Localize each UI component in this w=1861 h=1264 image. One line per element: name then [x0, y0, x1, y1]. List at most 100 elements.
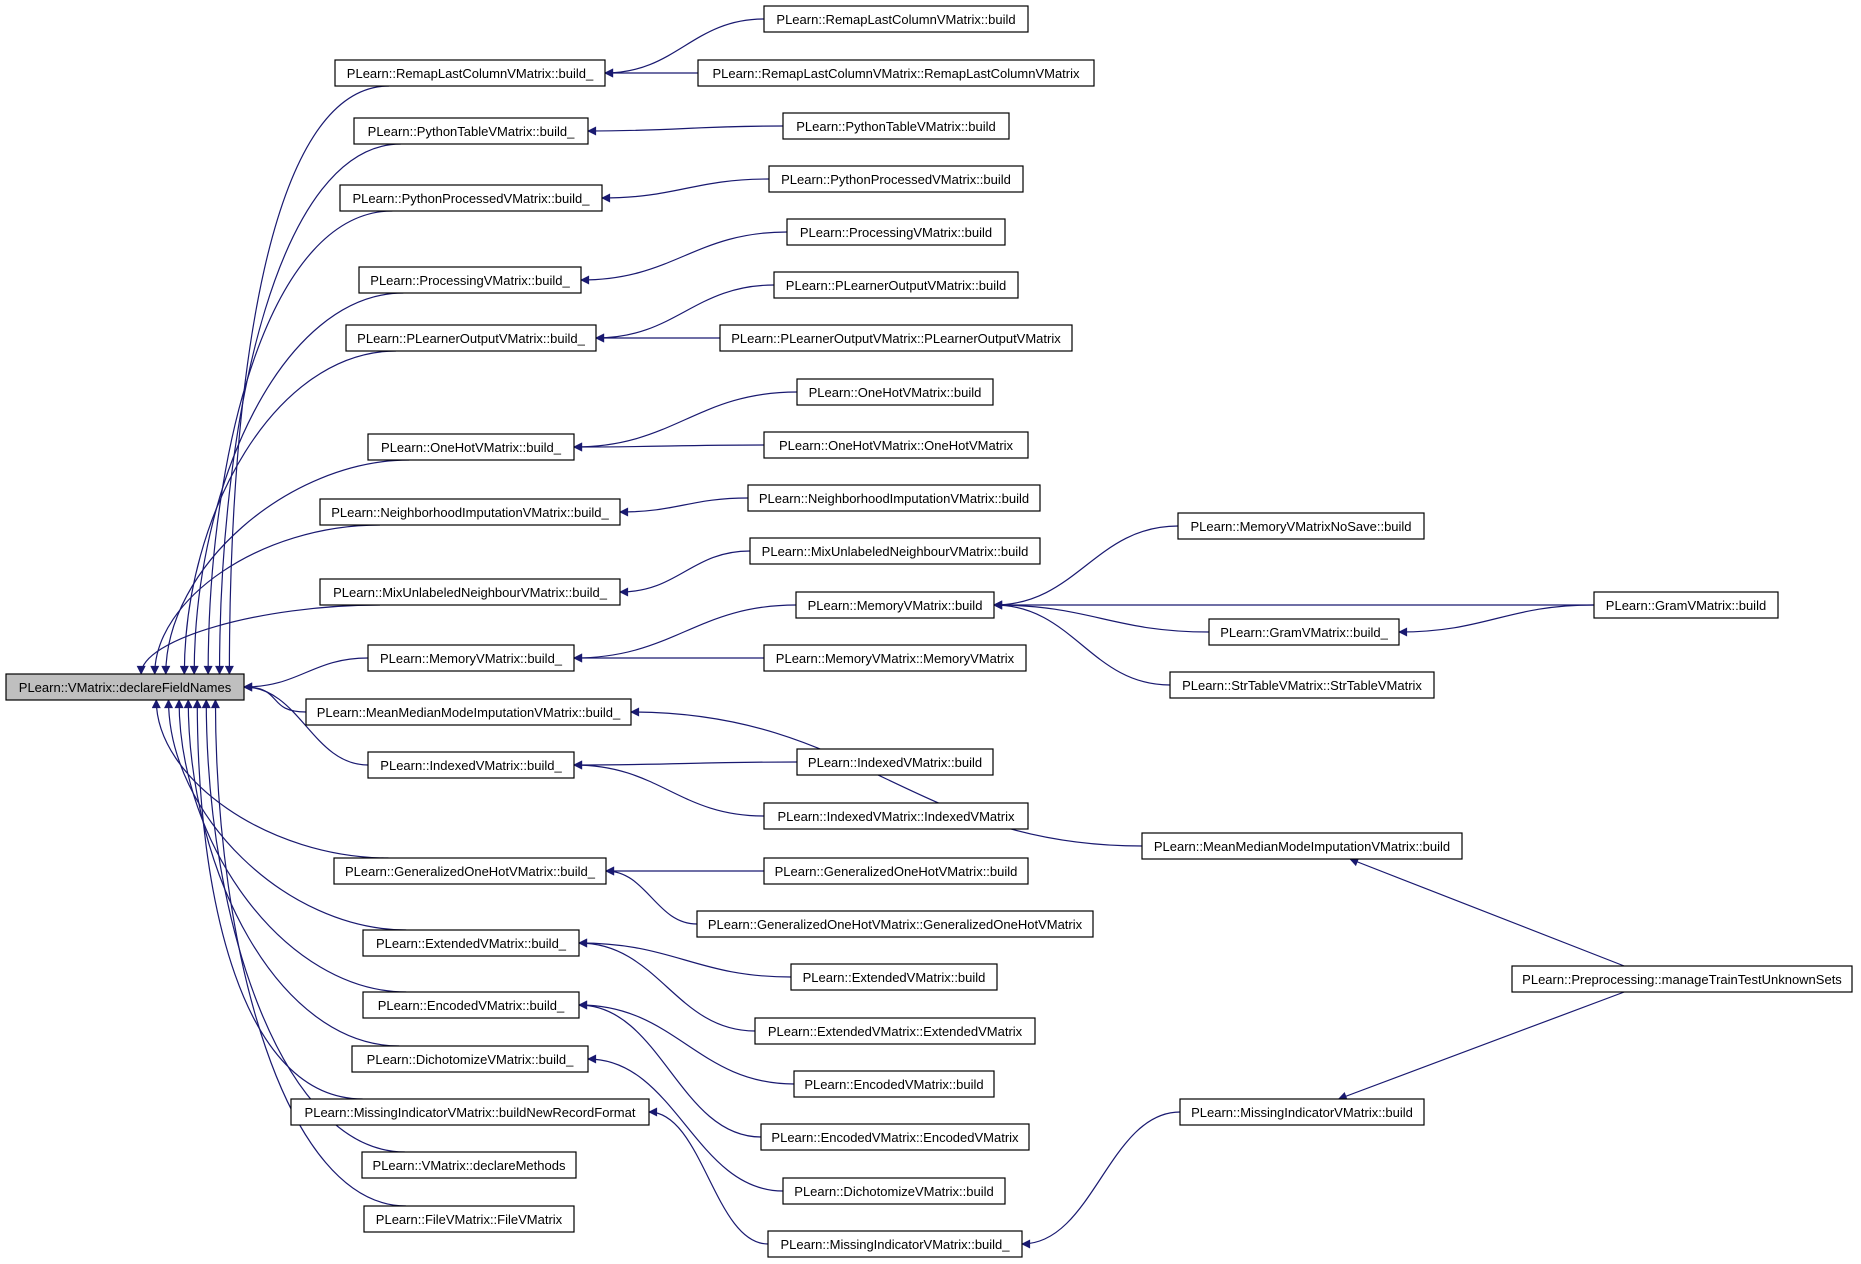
node-onehot_ctor[interactable]: PLearn::OneHotVMatrix::OneHotVMatrix: [763, 431, 1029, 459]
edge-memnosave_b-to-memory_b: [993, 525, 1179, 610]
node-remap_b[interactable]: PLearn::RemapLastColumnVMatrix::build: [763, 5, 1029, 33]
node-indexed_b[interactable]: PLearn::IndexedVMatrix::build: [796, 748, 994, 776]
node-box: [697, 59, 1095, 87]
node-memnosave_b[interactable]: PLearn::MemoryVMatrixNoSave::build: [1177, 512, 1425, 540]
node-missing_b_[interactable]: PLearn::MissingIndicatorVMatrix::build_: [767, 1230, 1023, 1258]
node-processing_b_[interactable]: PLearn::ProcessingVMatrix::build_: [358, 266, 582, 294]
node-encoded_ctor[interactable]: PLearn::EncodedVMatrix::EncodedVMatrix: [760, 1123, 1030, 1151]
node-declare_methods[interactable]: PLearn::VMatrix::declareMethods: [361, 1151, 577, 1179]
node-box: [358, 266, 582, 294]
node-label: PLearn::MissingIndicatorVMatrix::build_: [780, 1237, 1010, 1252]
node-box: [362, 991, 580, 1019]
node-genonehot_b[interactable]: PLearn::GeneralizedOneHotVMatrix::build: [763, 857, 1029, 885]
node-extended_b[interactable]: PLearn::ExtendedVMatrix::build: [790, 963, 998, 991]
node-onehot_b_[interactable]: PLearn::OneHotVMatrix::build_: [367, 433, 575, 461]
node-missing_b[interactable]: PLearn::MissingIndicatorVMatrix::build: [1179, 1098, 1425, 1126]
node-dicho_b_[interactable]: PLearn::DichotomizeVMatrix::build_: [351, 1045, 589, 1073]
node-box: [719, 324, 1073, 352]
node-remap_b_[interactable]: PLearn::RemapLastColumnVMatrix::build_: [334, 59, 606, 87]
node-box: [749, 537, 1041, 565]
node-remap_ctor[interactable]: PLearn::RemapLastColumnVMatrix::RemapLas…: [697, 59, 1095, 87]
node-encoded_b[interactable]: PLearn::EncodedVMatrix::build: [793, 1070, 995, 1098]
node-label: PLearn::ExtendedVMatrix::build: [803, 970, 986, 985]
node-onehot_b[interactable]: PLearn::OneHotVMatrix::build: [796, 378, 994, 406]
node-box: [763, 5, 1029, 33]
node-missing_bnrf[interactable]: PLearn::MissingIndicatorVMatrix::buildNe…: [290, 1098, 650, 1126]
node-box: [793, 1070, 995, 1098]
edge-onehot_ctor-to-onehot_b_: [573, 442, 765, 452]
node-memory_ctor[interactable]: PLearn::MemoryVMatrix::MemoryVMatrix: [763, 644, 1027, 672]
node-box: [763, 644, 1027, 672]
edge-onehot_b_-to-root: [161, 459, 410, 675]
edge-extended_b_-to-root: [164, 699, 407, 931]
node-indexed_ctor[interactable]: PLearn::IndexedVMatrix::IndexedVMatrix: [763, 802, 1029, 830]
node-box: [367, 433, 575, 461]
node-label: PLearn::ProcessingVMatrix::build_: [370, 273, 570, 288]
node-layer: PLearn::VMatrix::declareFieldNamesPLearn…: [5, 5, 1853, 1258]
node-genonehot_ctor[interactable]: PLearn::GeneralizedOneHotVMatrix::Genera…: [696, 910, 1094, 938]
edge-encoded_b_-to-root: [174, 699, 407, 993]
node-python_proc_b_[interactable]: PLearn::PythonProcessedVMatrix::build_: [339, 184, 603, 212]
node-encoded_b_[interactable]: PLearn::EncodedVMatrix::build_: [362, 991, 580, 1019]
node-label: PLearn::PythonProcessedVMatrix::build_: [352, 191, 590, 206]
node-python_proc_b[interactable]: PLearn::PythonProcessedVMatrix::build: [768, 165, 1024, 193]
node-box: [362, 929, 580, 957]
node-box: [790, 963, 998, 991]
node-processing_b[interactable]: PLearn::ProcessingVMatrix::build: [786, 218, 1006, 246]
edge-python_tbl_b-to-python_tbl_b_: [587, 125, 784, 136]
node-box: [319, 578, 621, 606]
node-neigh_b[interactable]: PLearn::NeighborhoodImputationVMatrix::b…: [747, 484, 1041, 512]
node-label: PLearn::EncodedVMatrix::EncodedVMatrix: [771, 1130, 1019, 1145]
node-file_ctor[interactable]: PLearn::FileVMatrix::FileVMatrix: [363, 1205, 575, 1233]
edge-dicho_b_-to-root: [183, 699, 400, 1047]
node-root[interactable]: PLearn::VMatrix::declareFieldNames: [5, 673, 245, 701]
edge-meanmed_b-to-meanmed_b_: [630, 707, 1143, 847]
node-extended_b_[interactable]: PLearn::ExtendedVMatrix::build_: [362, 929, 580, 957]
edge-indexed_b_-to-root: [243, 682, 369, 766]
node-python_tbl_b[interactable]: PLearn::PythonTableVMatrix::build: [782, 112, 1010, 140]
node-plearner_b[interactable]: PLearn::PLearnerOutputVMatrix::build: [773, 271, 1019, 299]
node-memory_b_[interactable]: PLearn::MemoryVMatrix::build_: [367, 644, 575, 672]
node-dicho_b[interactable]: PLearn::DichotomizeVMatrix::build: [782, 1177, 1006, 1205]
node-label: PLearn::IndexedVMatrix::build_: [380, 758, 562, 773]
node-plearner_b_[interactable]: PLearn::PLearnerOutputVMatrix::build_: [345, 324, 597, 352]
node-plearner_ctor[interactable]: PLearn::PLearnerOutputVMatrix::PLearnerO…: [719, 324, 1073, 352]
edge-genonehot_b_-to-root: [151, 699, 389, 859]
node-indexed_b_[interactable]: PLearn::IndexedVMatrix::build_: [367, 751, 575, 779]
node-mixunl_b_[interactable]: PLearn::MixUnlabeledNeighbourVMatrix::bu…: [319, 578, 621, 606]
edge-mixunl_b-to-mixunl_b_: [619, 550, 751, 597]
node-box: [1169, 671, 1435, 699]
node-meanmed_b_[interactable]: PLearn::MeanMedianModeImputationVMatrix:…: [305, 698, 632, 726]
node-label: PLearn::PythonTableVMatrix::build: [796, 119, 995, 134]
node-preproc_mttus[interactable]: PLearn::Preprocessing::manageTrainTestUn…: [1511, 965, 1853, 993]
node-box: [767, 1230, 1023, 1258]
node-box: [345, 324, 597, 352]
node-memory_b[interactable]: PLearn::MemoryVMatrix::build: [795, 591, 995, 619]
node-extended_ctor[interactable]: PLearn::ExtendedVMatrix::ExtendedVMatrix: [754, 1017, 1036, 1045]
node-label: PLearn::OneHotVMatrix::build: [809, 385, 982, 400]
node-label: PLearn::ExtendedVMatrix::ExtendedVMatrix: [768, 1024, 1023, 1039]
node-strtable_ctor[interactable]: PLearn::StrTableVMatrix::StrTableVMatrix: [1169, 671, 1435, 699]
node-label: PLearn::MissingIndicatorVMatrix::build: [1191, 1105, 1413, 1120]
node-label: PLearn::IndexedVMatrix::build: [808, 755, 982, 770]
node-label: PLearn::VMatrix::declareMethods: [373, 1158, 566, 1173]
node-mixunl_b[interactable]: PLearn::MixUnlabeledNeighbourVMatrix::bu…: [749, 537, 1041, 565]
node-box: [754, 1017, 1036, 1045]
edge-encoded_ctor-to-encoded_b_: [578, 1000, 762, 1138]
node-gram_b_[interactable]: PLearn::GramVMatrix::build_: [1208, 618, 1400, 646]
node-label: PLearn::RemapLastColumnVMatrix::build: [776, 12, 1015, 27]
node-gram_b[interactable]: PLearn::GramVMatrix::build: [1593, 591, 1779, 619]
node-label: PLearn::GramVMatrix::build_: [1220, 625, 1388, 640]
node-label: PLearn::MissingIndicatorVMatrix::buildNe…: [305, 1105, 636, 1120]
node-genonehot_b_[interactable]: PLearn::GeneralizedOneHotVMatrix::build_: [333, 857, 607, 885]
edge-python_proc_b-to-python_proc_b_: [601, 178, 770, 203]
node-python_tbl_b_[interactable]: PLearn::PythonTableVMatrix::build_: [353, 117, 589, 145]
node-box: [760, 1123, 1030, 1151]
node-label: PLearn::PLearnerOutputVMatrix::build: [786, 278, 1006, 293]
node-neigh_b_[interactable]: PLearn::NeighborhoodImputationVMatrix::b…: [319, 498, 621, 526]
node-meanmed_b[interactable]: PLearn::MeanMedianModeImputationVMatrix:…: [1141, 832, 1463, 860]
node-label: PLearn::DichotomizeVMatrix::build: [794, 1184, 993, 1199]
node-label: PLearn::MemoryVMatrix::build_: [380, 651, 563, 666]
node-label: PLearn::RemapLastColumnVMatrix::RemapLas…: [712, 66, 1080, 81]
edge-file_ctor-to-root: [210, 699, 407, 1207]
